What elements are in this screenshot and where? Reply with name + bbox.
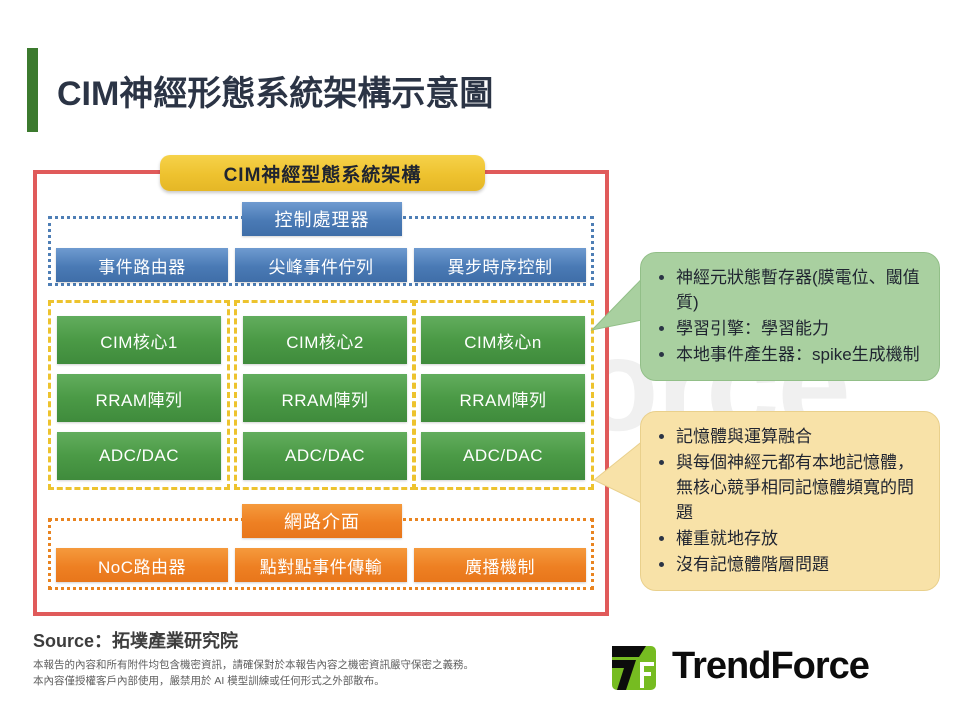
architecture-title-pill: CIM神經型態系統架構 <box>160 155 485 191</box>
control-box-spike-event-queue[interactable]: 尖峰事件佇列 <box>235 248 407 282</box>
callout-green-list: 神經元狀態暫存器(膜電位、閾值質) 學習引擎：學習能力 本地事件產生器：spik… <box>657 265 925 367</box>
core-box-cim-core-1[interactable]: CIM核心1 <box>57 316 221 364</box>
title-accent-bar <box>27 48 38 132</box>
core-box-cim-core-2[interactable]: CIM核心2 <box>243 316 407 364</box>
callout-yellow-item: 記憶體與運算融合 <box>657 424 925 449</box>
core-box-rram-array-n[interactable]: RRAM陣列 <box>421 374 585 422</box>
control-box-event-router[interactable]: 事件路由器 <box>56 248 228 282</box>
core-box-label: RRAM陣列 <box>281 390 369 410</box>
callout-neuron-features: 神經元狀態暫存器(膜電位、閾值質) 學習引擎：學習能力 本地事件產生器：spik… <box>640 252 940 381</box>
callout-green-item: 神經元狀態暫存器(膜電位、閾值質) <box>657 265 925 315</box>
control-section-header: 控制處理器 <box>242 202 402 236</box>
callout-green-item: 學習引擎：學習能力 <box>657 316 925 341</box>
callout-yellow-item: 權重就地存放 <box>657 526 925 551</box>
network-box-label: 點對點事件傳輸 <box>259 557 383 577</box>
core-box-rram-array-2[interactable]: RRAM陣列 <box>243 374 407 422</box>
network-section-header: 網路介面 <box>242 504 402 538</box>
network-box-label: NoC路由器 <box>97 557 186 577</box>
core-box-label: CIM核心n <box>464 332 542 352</box>
callout-memory-features: 記憶體與運算融合 與每個神經元都有本地記憶體，無核心競爭相同記憶體頻寬的問題 權… <box>640 411 940 591</box>
core-box-adc-dac-2[interactable]: ADC/DAC <box>243 432 407 480</box>
core-box-rram-array-1[interactable]: RRAM陣列 <box>57 374 221 422</box>
network-box-label: 廣播機制 <box>465 557 535 577</box>
disclaimer-text: 本報告的內容和所有附件均包含機密資訊，請確保對於本報告內容之機密資訊嚴守保密之義… <box>33 657 474 689</box>
core-box-label: RRAM陣列 <box>95 390 183 410</box>
control-box-label: 事件路由器 <box>98 257 186 277</box>
disclaimer-line-2: 本內容僅授權客戶內部使用，嚴禁用於 AI 模型訓練或任何形式之外部散布。 <box>33 675 385 687</box>
callout-yellow-list: 記憶體與運算融合 與每個神經元都有本地記憶體，無核心競爭相同記憶體頻寬的問題 權… <box>657 424 925 577</box>
core-box-label: CIM核心1 <box>100 332 178 352</box>
core-box-cim-core-n[interactable]: CIM核心n <box>421 316 585 364</box>
core-box-label: CIM核心2 <box>286 332 364 352</box>
callout-green-item: 本地事件產生器：spike生成機制 <box>657 342 925 367</box>
trendforce-logo-mark <box>612 646 656 690</box>
control-box-label: 尖峰事件佇列 <box>268 257 374 277</box>
callout-yellow-item: 沒有記憶體階層問題 <box>657 552 925 577</box>
network-section-header-label: 網路介面 <box>284 512 360 532</box>
core-column-n <box>412 300 594 490</box>
trendforce-logo-text: TrendForce <box>672 645 870 687</box>
page-title: CIM神經形態系統架構示意圖 <box>57 75 494 113</box>
control-box-async-timing[interactable]: 異步時序控制 <box>414 248 586 282</box>
disclaimer-line-1: 本報告的內容和所有附件均包含機密資訊，請確保對於本報告內容之機密資訊嚴守保密之義… <box>33 659 474 671</box>
control-section-header-label: 控制處理器 <box>274 210 370 230</box>
callout-yellow-item: 與每個神經元都有本地記憶體，無核心競爭相同記憶體頻寬的問題 <box>657 450 925 525</box>
core-box-label: ADC/DAC <box>462 446 543 465</box>
core-box-label: ADC/DAC <box>284 446 365 465</box>
network-box-noc-router[interactable]: NoC路由器 <box>56 548 228 582</box>
core-box-adc-dac-n[interactable]: ADC/DAC <box>421 432 585 480</box>
architecture-title-label: CIM神經型態系統架構 <box>223 164 422 186</box>
source-label: Source：拓墣產業研究院 <box>33 631 239 651</box>
core-box-adc-dac-1[interactable]: ADC/DAC <box>57 432 221 480</box>
core-box-label: ADC/DAC <box>98 446 179 465</box>
network-box-broadcast[interactable]: 廣播機制 <box>414 548 586 582</box>
control-box-label: 異步時序控制 <box>447 257 553 277</box>
core-column-1 <box>48 300 230 490</box>
network-box-p2p-event-transfer[interactable]: 點對點事件傳輸 <box>235 548 407 582</box>
core-box-label: RRAM陣列 <box>459 390 547 410</box>
